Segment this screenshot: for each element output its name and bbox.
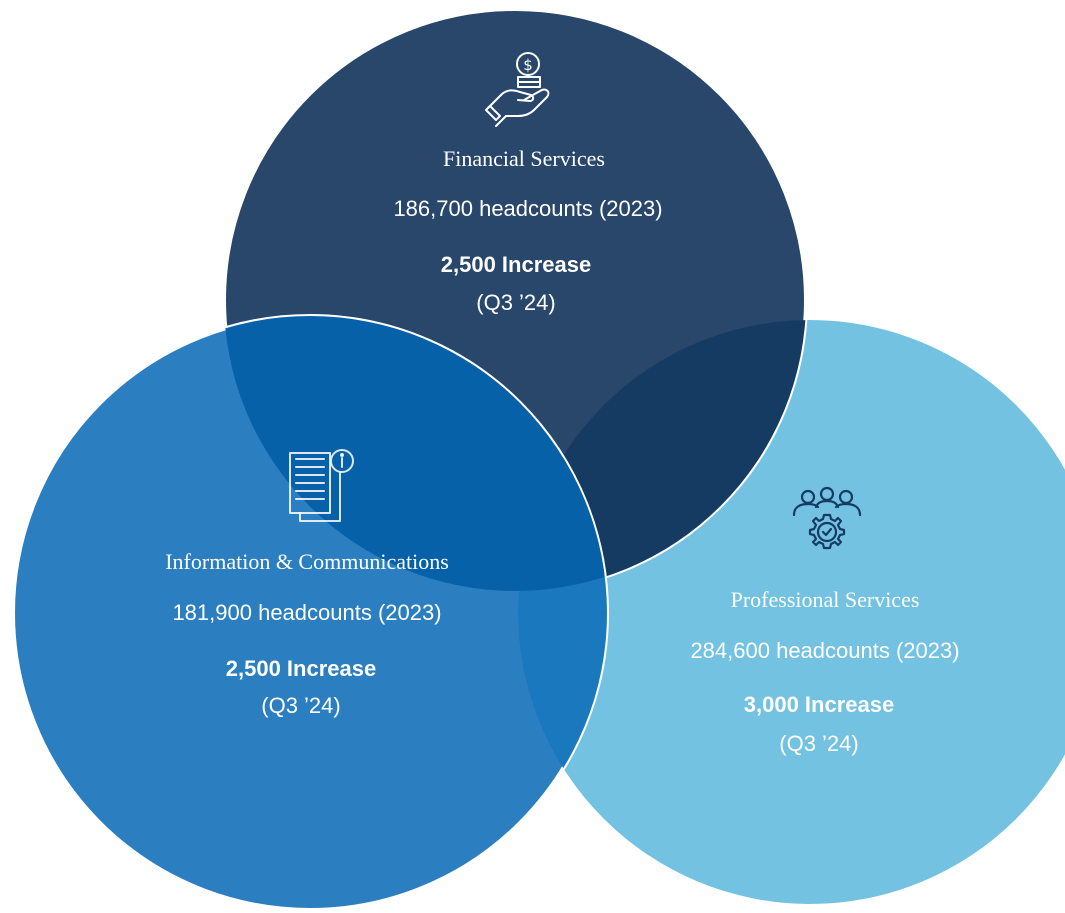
document-info-icon bbox=[282, 445, 362, 525]
hand-coin-icon: $ bbox=[484, 48, 564, 128]
overlap-financial-professional bbox=[518, 320, 806, 591]
professional-services-increase: 3,000 Increase bbox=[743, 692, 895, 717]
financial-services-headcount: 186,700 headcounts (2023) bbox=[393, 196, 663, 221]
financial-services-increase: 2,500 Increase bbox=[440, 252, 592, 277]
overlap-financial-information bbox=[224, 316, 607, 591]
financial-services-name: Financial Services bbox=[443, 146, 605, 171]
professional-services-period: (Q3 ’24) bbox=[779, 731, 859, 756]
professional-services-name: Professional Services bbox=[730, 587, 920, 612]
information-communications-name: Information & Communications bbox=[165, 549, 449, 574]
information-communications-increase: 2,500 Increase bbox=[225, 656, 377, 681]
svg-text:$: $ bbox=[523, 56, 533, 74]
team-gear-icon bbox=[790, 485, 865, 560]
professional-services-headcount: 284,600 headcounts (2023) bbox=[690, 638, 960, 663]
information-communications-period: (Q3 ’24) bbox=[261, 693, 341, 718]
financial-services-period: (Q3 ’24) bbox=[476, 290, 556, 315]
information-communications-headcount: 181,900 headcounts (2023) bbox=[172, 600, 442, 625]
